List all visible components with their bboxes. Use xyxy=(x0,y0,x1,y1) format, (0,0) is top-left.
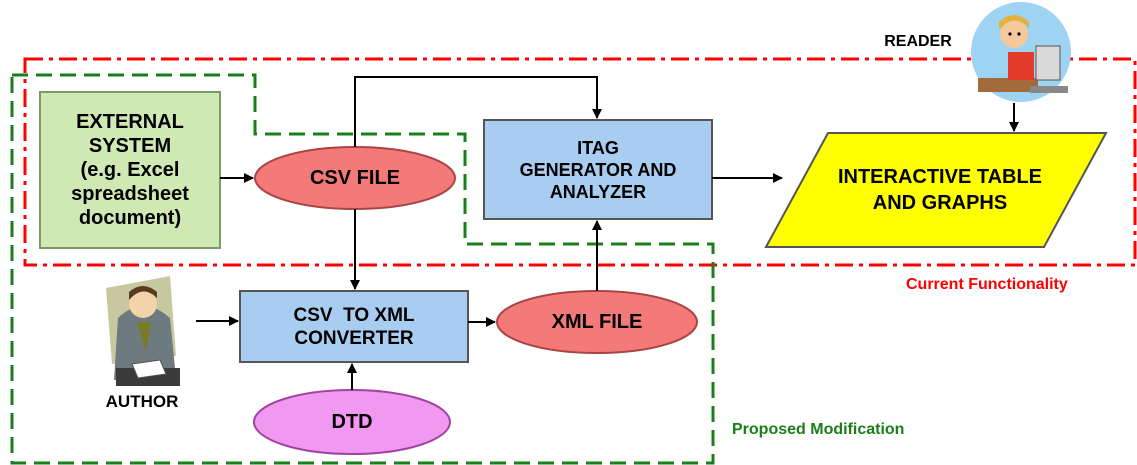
external-system-box xyxy=(39,91,221,249)
csv-to-xml-label: CSV TO XML CONVERTER xyxy=(293,304,415,349)
csv-to-xml-box xyxy=(239,290,469,363)
author-label: AUTHOR xyxy=(105,392,179,411)
reader-illustration xyxy=(971,2,1071,102)
edge-csv-to-itag xyxy=(354,76,602,147)
current-functionality-label: Current Functionality xyxy=(906,276,1068,293)
csv-file-label: CSV FILE xyxy=(309,167,400,189)
itag-label: ITAG GENERATOR AND ANALYZER xyxy=(519,137,677,202)
proposed-modification-label: Proposed Modification xyxy=(732,421,905,438)
author-illustration xyxy=(106,276,180,386)
dtd-label: DTD xyxy=(331,411,373,433)
interactive-parallelogram xyxy=(764,132,1108,248)
current-functionality-region xyxy=(23,57,1137,267)
reader-label: READER xyxy=(884,33,952,50)
interactive-label: INTERACTIVE TABLE AND GRAPHS xyxy=(837,166,1043,214)
xml-file-label: XML FILE xyxy=(551,311,643,333)
external-system-label: EXTERNAL SYSTEM (e.g. Excel spreadsheet … xyxy=(71,111,189,229)
itag-box xyxy=(483,119,713,220)
